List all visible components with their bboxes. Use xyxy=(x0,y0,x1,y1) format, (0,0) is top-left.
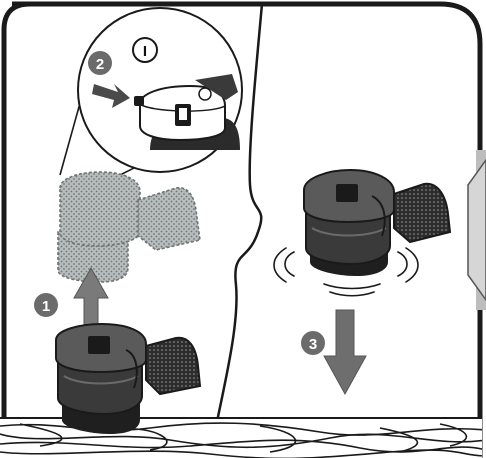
arrow-right-icon xyxy=(92,84,130,108)
sander-right xyxy=(303,168,452,276)
step-number-3: 3 xyxy=(309,336,317,353)
step-badge-2: 2 xyxy=(88,51,112,75)
step-badge-1: 1 xyxy=(34,293,58,317)
arrow-down-icon xyxy=(323,309,367,396)
step-number-1: 1 xyxy=(42,298,50,315)
switch-symbol: I xyxy=(143,43,147,60)
sander-lifted-ghost xyxy=(57,171,201,283)
vibration-lines-icon xyxy=(273,247,419,297)
panel-divider xyxy=(208,3,264,458)
next-page-tab xyxy=(467,150,486,310)
step-number-2: 2 xyxy=(96,56,104,73)
step-badge-3: 3 xyxy=(301,331,325,355)
power-switch-icon: I xyxy=(132,37,158,63)
sander-closeup xyxy=(134,74,240,150)
sander-left xyxy=(55,322,202,434)
callout-switch-closeup xyxy=(59,7,243,176)
